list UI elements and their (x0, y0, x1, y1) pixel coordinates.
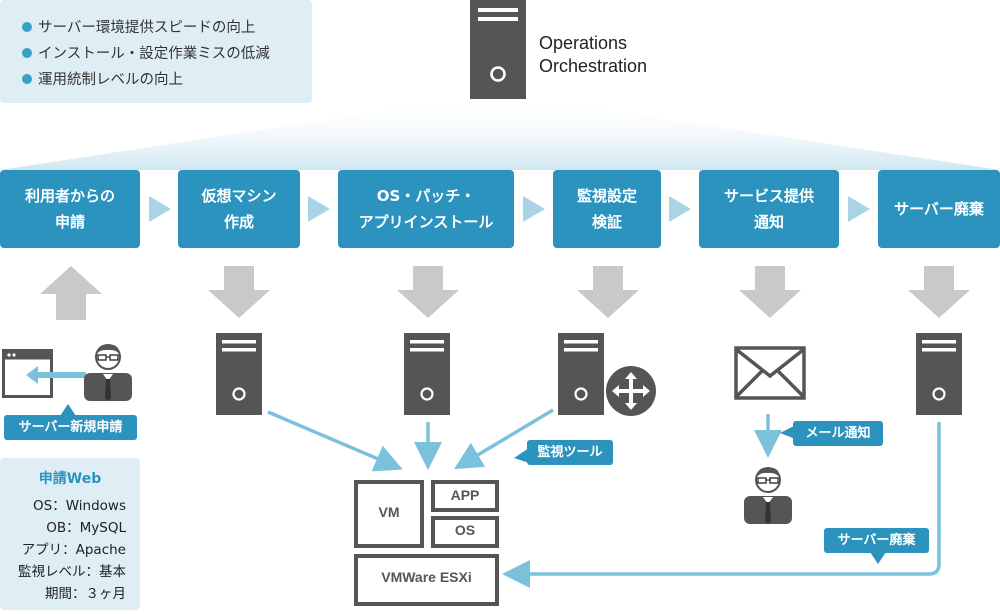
new-request-callout: サーバー新規申請 (4, 415, 137, 440)
server-icon (216, 333, 262, 415)
step-os-patch-app-install: OS・パッチ・ アプリインストール (338, 170, 514, 248)
arrow-down-icon (208, 266, 270, 318)
chevron-right-icon (848, 196, 870, 222)
chevron-right-icon (149, 196, 171, 222)
bullet-icon (22, 74, 32, 84)
arrow-down-icon (908, 266, 970, 318)
chevron-right-icon (308, 196, 330, 222)
infrastructure-boxes (354, 480, 499, 606)
request-web-line: 監視レベル：基本 (18, 564, 126, 580)
step-monitoring-setup: 監視設定 検証 (553, 170, 661, 248)
goal-text: インストール・設定作業ミスの低減 (38, 46, 270, 62)
step-user-request: 利用者からの 申請 (0, 170, 140, 248)
step-service-notice: サービス提供 通知 (699, 170, 839, 248)
goals-panel: サーバー環境提供スピードの向上 インストール・設定作業ミスの低減 運用統制レベル… (0, 0, 312, 103)
arrow-up-icon (40, 266, 102, 320)
request-web-panel: 申請Web OS：Windows OB：MySQL アプリ：Apache 監視レ… (0, 458, 140, 610)
orchestrator-title: Operations Orchestration (539, 32, 647, 78)
request-web-line: アプリ：Apache (21, 542, 126, 558)
server-icon (404, 333, 450, 415)
arrow-down-icon (739, 266, 801, 318)
arrow-down-icon (397, 266, 459, 318)
callout-pointer (870, 552, 886, 564)
os-label: OS (454, 522, 476, 538)
vm-label: VM (378, 504, 400, 520)
hypervisor-label: VMWare ESXi (381, 569, 472, 585)
chevron-right-icon (669, 196, 691, 222)
move-arrows-icon (606, 366, 656, 416)
mail-icon (734, 346, 806, 400)
goal-text: 運用統制レベルの向上 (38, 72, 183, 88)
server-disposal-callout: サーバー廃棄 (824, 528, 929, 553)
bullet-icon (22, 22, 32, 32)
goal-item: 運用統制レベルの向上 (22, 68, 183, 89)
goal-item: インストール・設定作業ミスの低減 (22, 42, 270, 63)
goal-text: サーバー環境提供スピードの向上 (38, 20, 256, 36)
server-icon (470, 0, 526, 99)
request-web-line: OB：MySQL (46, 520, 126, 536)
step-server-disposal: サーバー廃棄 (878, 170, 1000, 248)
arrow-down-icon (577, 266, 639, 318)
request-web-title: 申請Web (38, 471, 102, 487)
user-icon (84, 344, 132, 401)
bullet-icon (22, 48, 32, 58)
mail-notice-callout: メール通知 (793, 421, 883, 446)
monitoring-tool-callout: 監視ツール (527, 440, 613, 465)
request-web-line: 期間：３ヶ月 (45, 586, 126, 602)
chevron-right-icon (523, 196, 545, 222)
server-icon (558, 333, 604, 415)
app-label: APP (450, 487, 480, 503)
arrow-left-icon (26, 366, 86, 384)
goal-item: サーバー環境提供スピードの向上 (22, 16, 255, 37)
step-create-vm: 仮想マシン 作成 (178, 170, 300, 248)
orchestrator-title-line1: Operations (539, 33, 628, 53)
server-icon (916, 333, 962, 415)
request-web-line: OS：Windows (33, 498, 126, 514)
callout-pointer (60, 404, 76, 416)
orchestrator-title-line2: Orchestration (539, 56, 648, 76)
user-icon (744, 467, 792, 524)
